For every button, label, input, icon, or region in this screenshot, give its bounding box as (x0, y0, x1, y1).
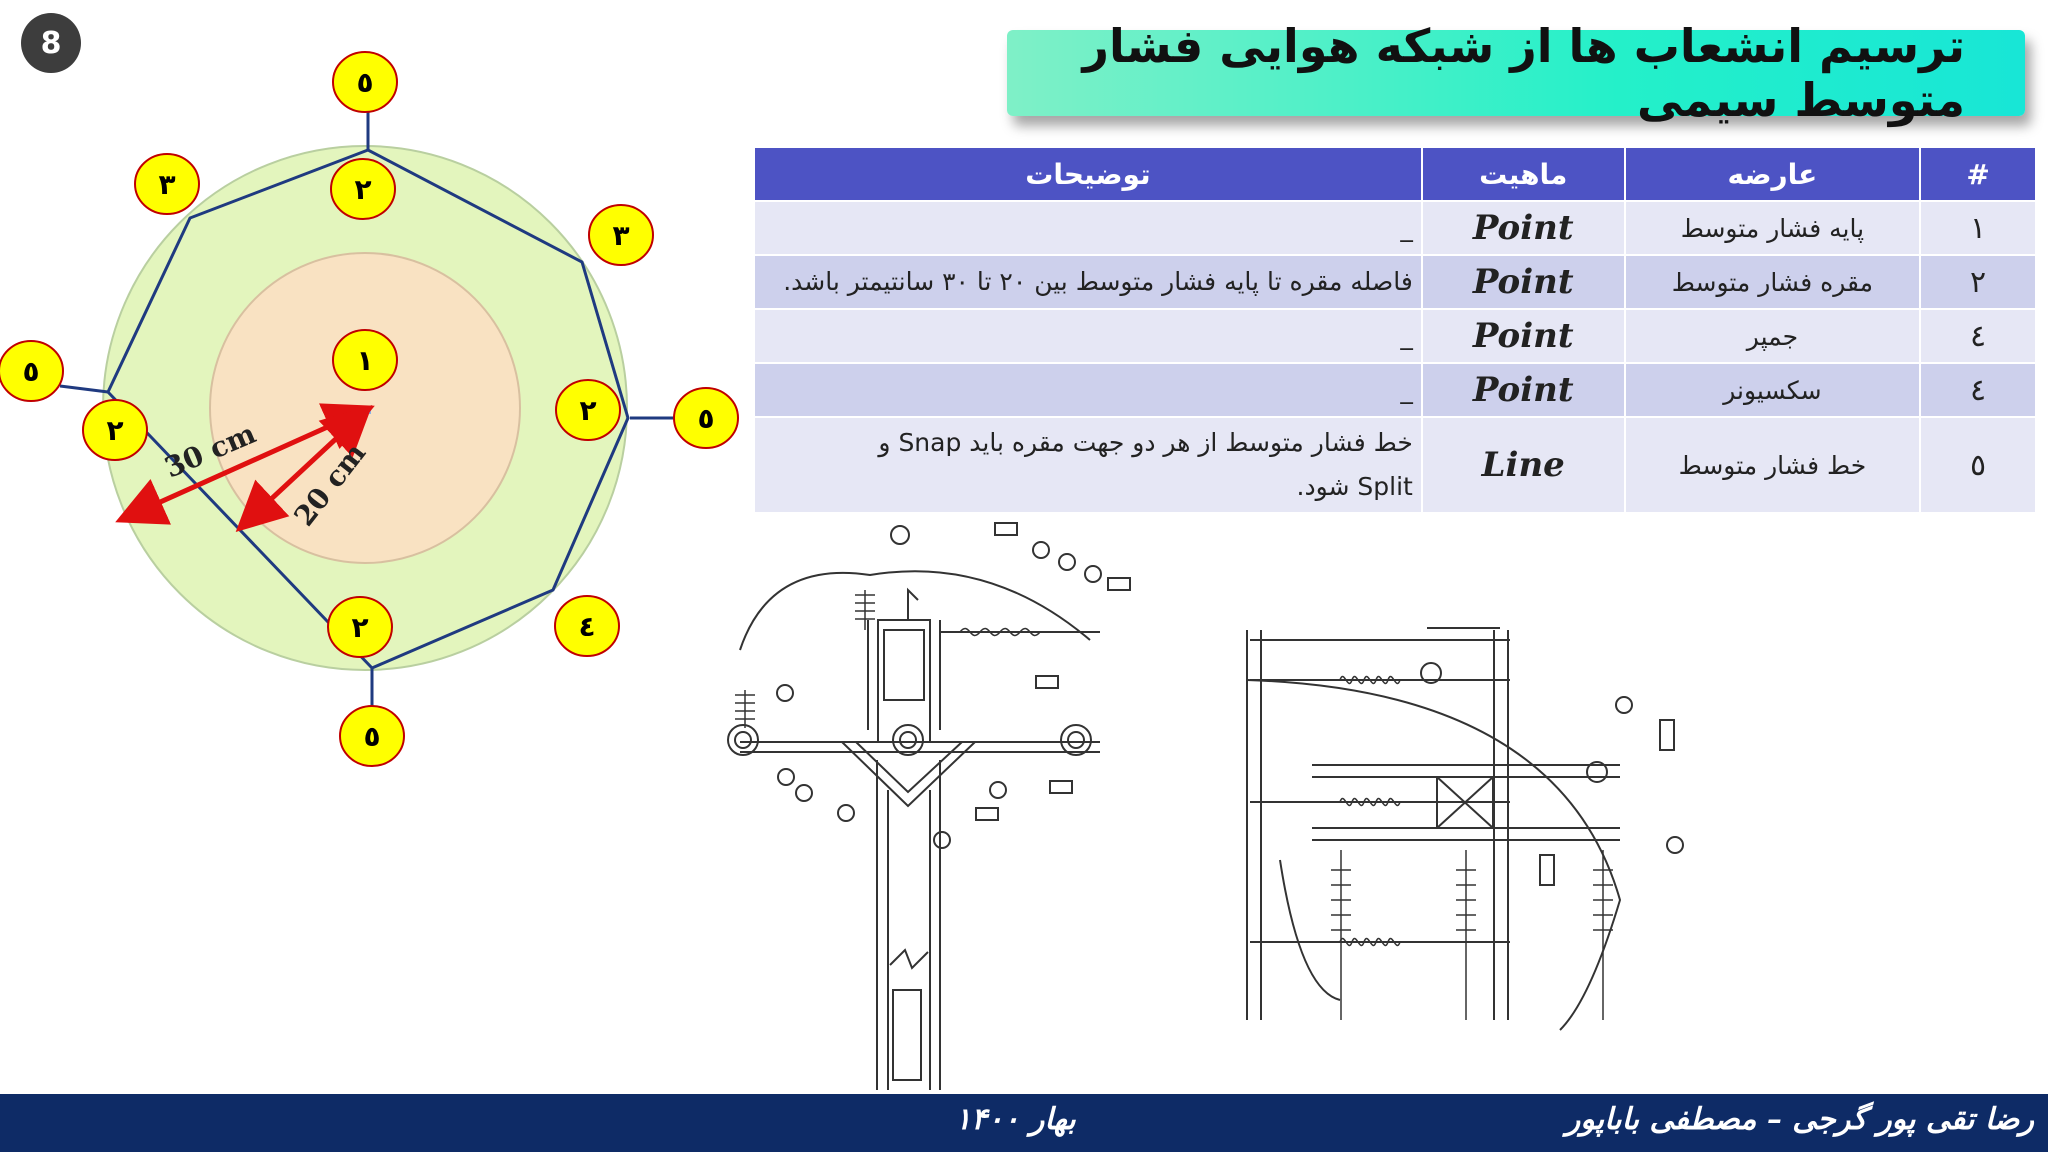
badge-jumper-text: ۳ (158, 168, 175, 201)
footer-season: بهار ۱۴۰۰ (955, 1102, 1076, 1137)
cell-desc: _ (753, 200, 1423, 256)
badge-jumper: ۳ (588, 204, 654, 266)
table-row: ۱ پایه فشار متوسط Point _ (753, 200, 2037, 256)
badge-jumper: ۳ (134, 153, 200, 215)
cell-num: ۱ (1919, 200, 2037, 256)
cell-feature: جمپر (1623, 308, 1922, 364)
table-row: ٥ خط فشار متوسط Line خط فشار متوسط از هر… (753, 416, 2037, 514)
footer-bar: رضا تقی پور گرجی – مصطفی باباپور بهار ۱۴… (0, 1094, 2048, 1152)
cell-desc: _ (753, 362, 1423, 418)
badge-section: ٤ (554, 595, 620, 657)
cell-num: ۲ (1919, 254, 2037, 310)
slide-title: ترسیم انشعاب ها از شبکه هوایی فشار متوسط… (1082, 19, 1965, 127)
header-desc: توضیحات (753, 146, 1423, 202)
cell-desc-line2: Split شود. (1296, 472, 1413, 501)
cell-desc: _ (753, 308, 1423, 364)
footer-author: رضا تقی پور گرجی – مصطفی باباپور (1565, 1102, 2034, 1137)
page-number-badge: 8 (21, 13, 81, 73)
page-number: 8 (40, 25, 62, 61)
svg-text:۲: ۲ (579, 394, 596, 427)
attribute-table: # عارضه ماهیت توضیحات ۱ پایه فشار متوسط … (753, 146, 2037, 514)
cell-nature: Line (1420, 416, 1626, 514)
badge-insulator-text: ۲ (354, 173, 371, 206)
header-feature: عارضه (1623, 146, 1922, 202)
table-header-row: # عارضه ماهیت توضیحات (753, 146, 2037, 202)
pole-top-view-drawing (1246, 627, 1684, 1031)
slide-title-box: ترسیم انشعاب ها از شبکه هوایی فشار متوسط… (1007, 19, 2025, 127)
cell-num: ٤ (1919, 308, 2037, 364)
badge-insulator: ۲ (330, 158, 396, 220)
badge-pole: ۱ (332, 329, 398, 391)
badge-pole-text: ۱ (356, 344, 373, 377)
cell-desc: خط فشار متوسط از هر دو جهت مقره باید Sna… (753, 416, 1423, 514)
line-stub (59, 384, 109, 394)
cell-nature: Point (1420, 254, 1626, 310)
badge-jumper-text: ۳ (612, 219, 629, 252)
diagram-badges: ٥ ۲ ۳ ۳ ۱ ٥ ۲ ۲ ٥ ۲ ٤ ٥ (0, 51, 739, 767)
badge-insulator: ۲ (555, 379, 621, 441)
table-row: ٤ سکسیونر Point _ (753, 362, 2037, 418)
badge-line: ٥ (339, 705, 405, 767)
svg-text:٥: ٥ (697, 402, 714, 435)
cell-num: ٥ (1919, 416, 2037, 514)
header-nature: ماهیت (1420, 146, 1626, 202)
table-row: ٤ جمپر Point _ (753, 308, 2037, 364)
dimension-arrow-inner (235, 404, 373, 533)
cell-feature: خط فشار متوسط (1623, 416, 1922, 514)
table-row: ۲ مقره فشار متوسط Point فاصله مقره تا پا… (753, 254, 2037, 310)
badge-line: ٥ (0, 340, 64, 402)
cell-nature: Point (1420, 308, 1626, 364)
cell-feature: سکسیونر (1623, 362, 1922, 418)
pole-center-marker (363, 406, 371, 414)
cell-desc-line1: خط فشار متوسط از هر دو جهت مقره باید Sna… (878, 428, 1413, 457)
badge-line: ٥ (332, 51, 398, 113)
svg-text:٥: ٥ (22, 355, 39, 388)
badge-line: ٥ (673, 387, 739, 449)
cell-nature: Point (1420, 200, 1626, 256)
cell-feature: مقره فشار متوسط (1623, 254, 1922, 310)
cell-nature: Point (1420, 362, 1626, 418)
svg-text:۲: ۲ (106, 414, 123, 447)
badge-insulator: ۲ (82, 399, 148, 461)
medium-voltage-line (106, 148, 630, 670)
svg-text:۲: ۲ (351, 611, 368, 644)
header-num: # (1919, 146, 2037, 202)
badge-line-text: ٥ (356, 66, 373, 99)
cell-desc: فاصله مقره تا پایه فشار متوسط بین ۲۰ تا … (753, 254, 1423, 310)
cell-feature: پایه فشار متوسط (1623, 200, 1922, 256)
svg-text:٥: ٥ (363, 720, 380, 753)
pole-front-view-drawing (727, 522, 1131, 1090)
badge-insulator: ۲ (327, 596, 393, 658)
cell-num: ٤ (1919, 362, 2037, 418)
badge-section-text: ٤ (578, 610, 595, 643)
